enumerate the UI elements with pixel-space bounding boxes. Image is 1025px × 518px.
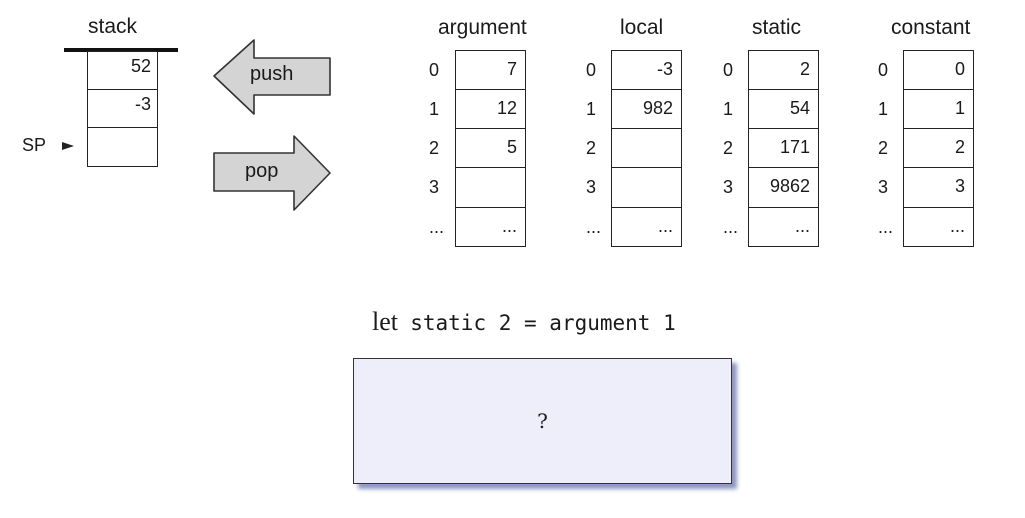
segment-index: 3: [878, 177, 889, 197]
segment-index: 3: [586, 177, 597, 197]
segment-index: 1: [586, 99, 597, 119]
segment-index: ...: [723, 217, 739, 237]
push-arrow-icon: [213, 39, 331, 115]
segment-cell: ...: [903, 207, 974, 247]
segment-title-2: static: [752, 16, 802, 39]
segment-cell: 12: [455, 89, 526, 129]
segment-title-1: local: [620, 16, 664, 39]
sp-pointer-icon: [62, 142, 74, 150]
segment-cell: 2: [903, 128, 974, 168]
push-label: push: [250, 63, 294, 85]
stack-cell: -3: [87, 89, 158, 129]
segment-index: 3: [723, 177, 734, 197]
segment-index: 0: [723, 60, 734, 80]
segment-index: 1: [878, 99, 889, 119]
pop-arrow-icon: [213, 135, 331, 211]
segment-index: 3: [429, 177, 440, 197]
segment-cell: -3: [611, 50, 682, 90]
segment-index: 1: [723, 99, 734, 119]
segment-index: 2: [878, 138, 889, 158]
segment-cell: ...: [455, 207, 526, 247]
segment-index: 2: [586, 138, 597, 158]
segment-cell: 982: [611, 89, 682, 129]
segment-index: ...: [429, 217, 445, 237]
segment-index: ...: [586, 217, 602, 237]
segment-index: 0: [878, 60, 889, 80]
segment-cell: [455, 167, 526, 208]
command-keyword: let: [372, 307, 398, 336]
segment-title-0: argument: [438, 16, 527, 39]
stack-cell: 52: [87, 51, 158, 91]
stack-top-bar: [64, 48, 178, 52]
answer-box: ?: [353, 358, 732, 484]
sp-label: SP: [22, 135, 47, 155]
segment-cell: ...: [748, 207, 819, 247]
segment-index: ...: [878, 217, 894, 237]
segment-cell: 171: [748, 128, 819, 168]
segment-cell: [611, 128, 682, 168]
pop-label: pop: [245, 160, 279, 182]
segment-index: 2: [723, 138, 734, 158]
segment-cell: [611, 167, 682, 208]
segment-cell: 2: [748, 50, 819, 90]
segment-index: 0: [586, 60, 597, 80]
vm-command: let static 2 = argument 1: [372, 307, 676, 337]
segment-cell: 1: [903, 89, 974, 129]
command-expression: static 2 = argument 1: [410, 311, 676, 335]
answer-placeholder: ?: [537, 409, 548, 433]
segment-index: 0: [429, 60, 440, 80]
segment-index: 1: [429, 99, 440, 119]
segment-title-3: constant: [891, 16, 971, 39]
stack-title: stack: [88, 15, 138, 38]
segment-index: 2: [429, 138, 440, 158]
segment-cell: 54: [748, 89, 819, 129]
segment-cell: 5: [455, 128, 526, 168]
segment-cell: 7: [455, 50, 526, 90]
segment-cell: 0: [903, 50, 974, 90]
segment-cell: ...: [611, 207, 682, 247]
segment-cell: 9862: [748, 167, 819, 208]
stack-cell: [87, 127, 158, 167]
segment-cell: 3: [903, 167, 974, 208]
